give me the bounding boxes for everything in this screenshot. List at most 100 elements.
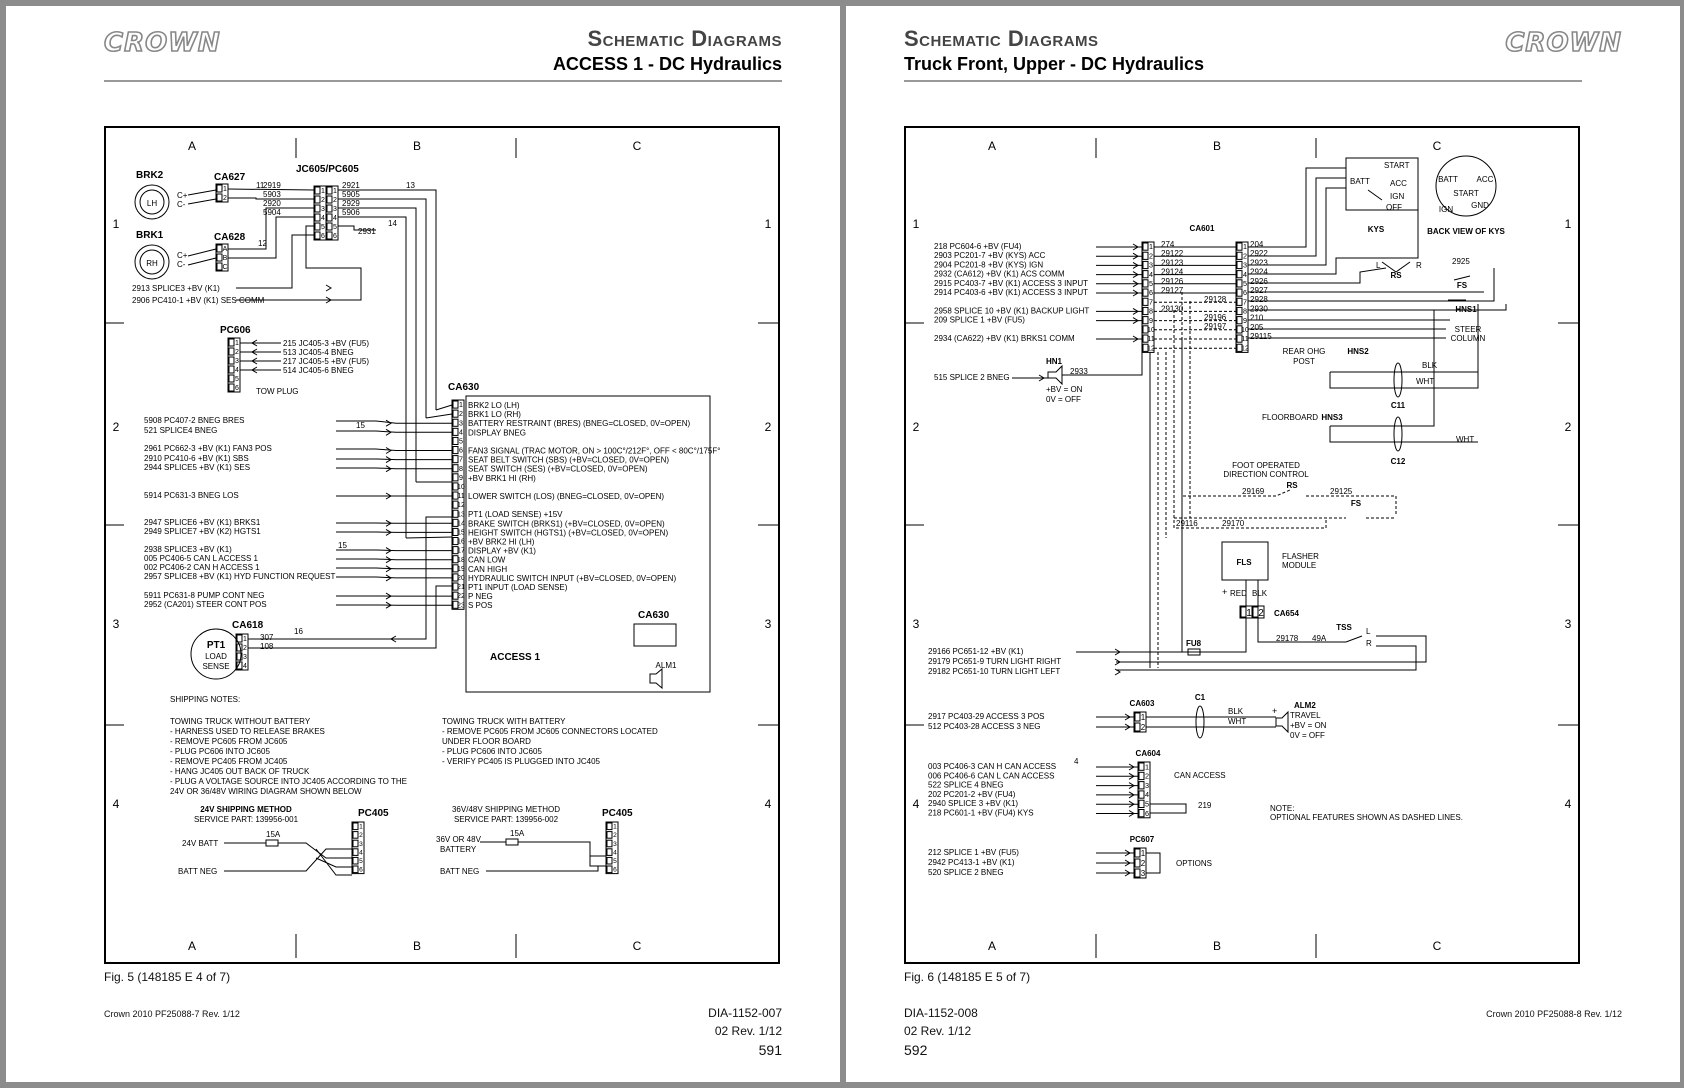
shipping-with-line: - VERIFY PC405 IS PLUGGED INTO JC405 (442, 757, 601, 766)
ca628-pin (216, 262, 223, 271)
c12-label: C12 (1391, 457, 1406, 466)
input-label: 5914 PC631-3 BNEG LOS (144, 491, 239, 500)
c-plus: C+ (177, 251, 188, 260)
input-label: 2906 PC410-1 +BV (K1) SES COMM (132, 296, 265, 305)
c11-label: C11 (1391, 401, 1406, 410)
pc606-pin-number: 1 (235, 340, 239, 347)
ca601-input-label: 2914 PC403-6 +BV (K1) ACCESS 3 INPUT (934, 288, 1088, 297)
ca601-right-pin (1236, 288, 1243, 297)
ca630-connector-pin-number: 21 (457, 583, 465, 591)
brk2-coil-inner (139, 189, 165, 215)
ca601-wire-number: 274 (1161, 240, 1175, 249)
batt-label: 24V BATT (182, 839, 218, 848)
brk1-label: BRK1 (136, 230, 164, 241)
pc606-pin-number: 4 (235, 367, 239, 374)
ca630-pin-function: S POS (468, 601, 492, 610)
ca604-pin (1138, 790, 1145, 799)
grid-row-label: 3 (765, 617, 772, 631)
wire (1181, 340, 1247, 653)
pc405-24v-pin (352, 856, 359, 865)
jc605-left-pin (314, 231, 321, 240)
ca618-pin-number: 4 (243, 663, 247, 670)
alm2-label: ALM2 (1294, 701, 1316, 710)
jc605-left-pin-number: 6 (321, 233, 325, 240)
kys-back-start: START (1453, 189, 1479, 198)
ca630-connector-pin-number: 6 (459, 447, 463, 455)
ca601-left-pin (1142, 279, 1149, 288)
jc605-right-pin (326, 204, 333, 213)
ca618-pin (236, 643, 243, 652)
arrow-head (385, 492, 392, 500)
jc605-left-pin (314, 195, 321, 204)
arrow-head (385, 547, 392, 555)
figure-caption: Fig. 6 (148185 E 5 of 7) (904, 970, 1031, 984)
ca630-connector-pin-number: 14 (457, 519, 465, 527)
ca601-wire-number: 29130 (1161, 304, 1184, 313)
header-rule (104, 80, 782, 82)
ca601-right (1235, 241, 1249, 353)
arrow-head (385, 465, 392, 473)
wire-bundle-number: 13 (406, 181, 415, 190)
ca601-right-pin-number: 11 (1241, 334, 1248, 343)
grid-row-label: 3 (1565, 617, 1572, 631)
ca601-wire-number: 29126 (1161, 277, 1184, 286)
ca630-connector-pin-number: 11 (457, 492, 464, 500)
ca601-right-pin-number: 1 (1243, 242, 1247, 251)
ca630-connector-pin-number: 2 (459, 410, 463, 418)
pc606-pin-number: 3 (235, 358, 239, 365)
wire (248, 585, 452, 649)
tss-input-label: 29179 PC651-9 TURN LIGHT RIGHT (928, 657, 1061, 666)
ca630-connector-pin-number: 8 (459, 465, 463, 473)
pc607-pin-number: 2 (1141, 859, 1146, 868)
jc605-right-pin (326, 186, 333, 195)
travel-label: TRAVEL (1290, 711, 1321, 720)
ca601-wire-number: 210 (1250, 314, 1264, 323)
arrow-head (1132, 252, 1139, 260)
ca630-connector-pin-number: 18 (457, 556, 465, 564)
ca630-pin-function: +BV BRK1 HI (RH) (468, 474, 536, 483)
jc605-right-pin-number: 6 (333, 233, 337, 240)
ca604-label: CA604 (1136, 749, 1161, 758)
pc405-24v (351, 821, 365, 875)
alm1-speaker-icon (649, 667, 663, 690)
ca601-left-pin (1142, 251, 1149, 260)
arrow-head (1132, 271, 1139, 279)
ca601-right-pin-number: 10 (1241, 325, 1249, 334)
ca630-pin-function: DISPLAY +BV (K1) (468, 547, 536, 556)
ca601-input-label: 209 SPLICE 1 +BV (FU5) (934, 316, 1025, 325)
ca618-pin-number: 3 (243, 654, 247, 661)
wire (336, 448, 452, 451)
fs2-label: FS (1351, 499, 1362, 508)
crown-logo: CROWN (1505, 27, 1622, 59)
ca630-connector-pin (452, 436, 459, 445)
ca654-b-pin (1252, 606, 1259, 618)
arrow-head (1038, 374, 1045, 382)
ca604-pin-number: 1 (1145, 762, 1149, 771)
arrow-head (1132, 261, 1139, 269)
wire (236, 234, 314, 289)
grid-row-label: 2 (913, 420, 920, 434)
input-label: 2952 (CA201) STEER CONT POS (144, 600, 267, 609)
ca630-pin-function: BRK2 LO (LH) (468, 401, 520, 410)
tss-input-label: 29182 PC651-10 TURN LIGHT LEFT (928, 667, 1060, 676)
input-label: 2944 SPLICE5 +BV (K1) SES (144, 463, 250, 472)
fuse-15a (265, 839, 279, 847)
input-label: 5911 PC631-8 PUMP CONT NEG (144, 591, 265, 600)
plus-sign: + (1272, 706, 1277, 716)
ca601-wire-number: 2930 (1250, 304, 1268, 313)
ca601-input-label: 2915 PC403-7 +BV (K1) ACCESS 3 INPUT (934, 279, 1088, 288)
wire (1188, 489, 1291, 497)
ca601-right-pin-number: 12 (1241, 343, 1249, 352)
figure-caption: Fig. 5 (148185 E 4 of 7) (104, 970, 231, 984)
grid-row-label: 1 (765, 217, 772, 231)
shipping-without-title: TOWING TRUCK WITHOUT BATTERY (170, 717, 311, 726)
ca630-pin-function: BATTERY RESTRAINT (BRES) (BNEG=CLOSED, 0… (468, 419, 690, 428)
ca604-pin (1138, 762, 1145, 771)
wire (315, 848, 352, 876)
wire (1062, 348, 1143, 376)
fuse-label: 15A (510, 829, 525, 838)
wire (228, 216, 314, 259)
ca601-left-pin-number: 6 (1149, 288, 1153, 297)
alm1-label: ALM1 (656, 661, 677, 670)
arrow-head (1132, 289, 1139, 297)
